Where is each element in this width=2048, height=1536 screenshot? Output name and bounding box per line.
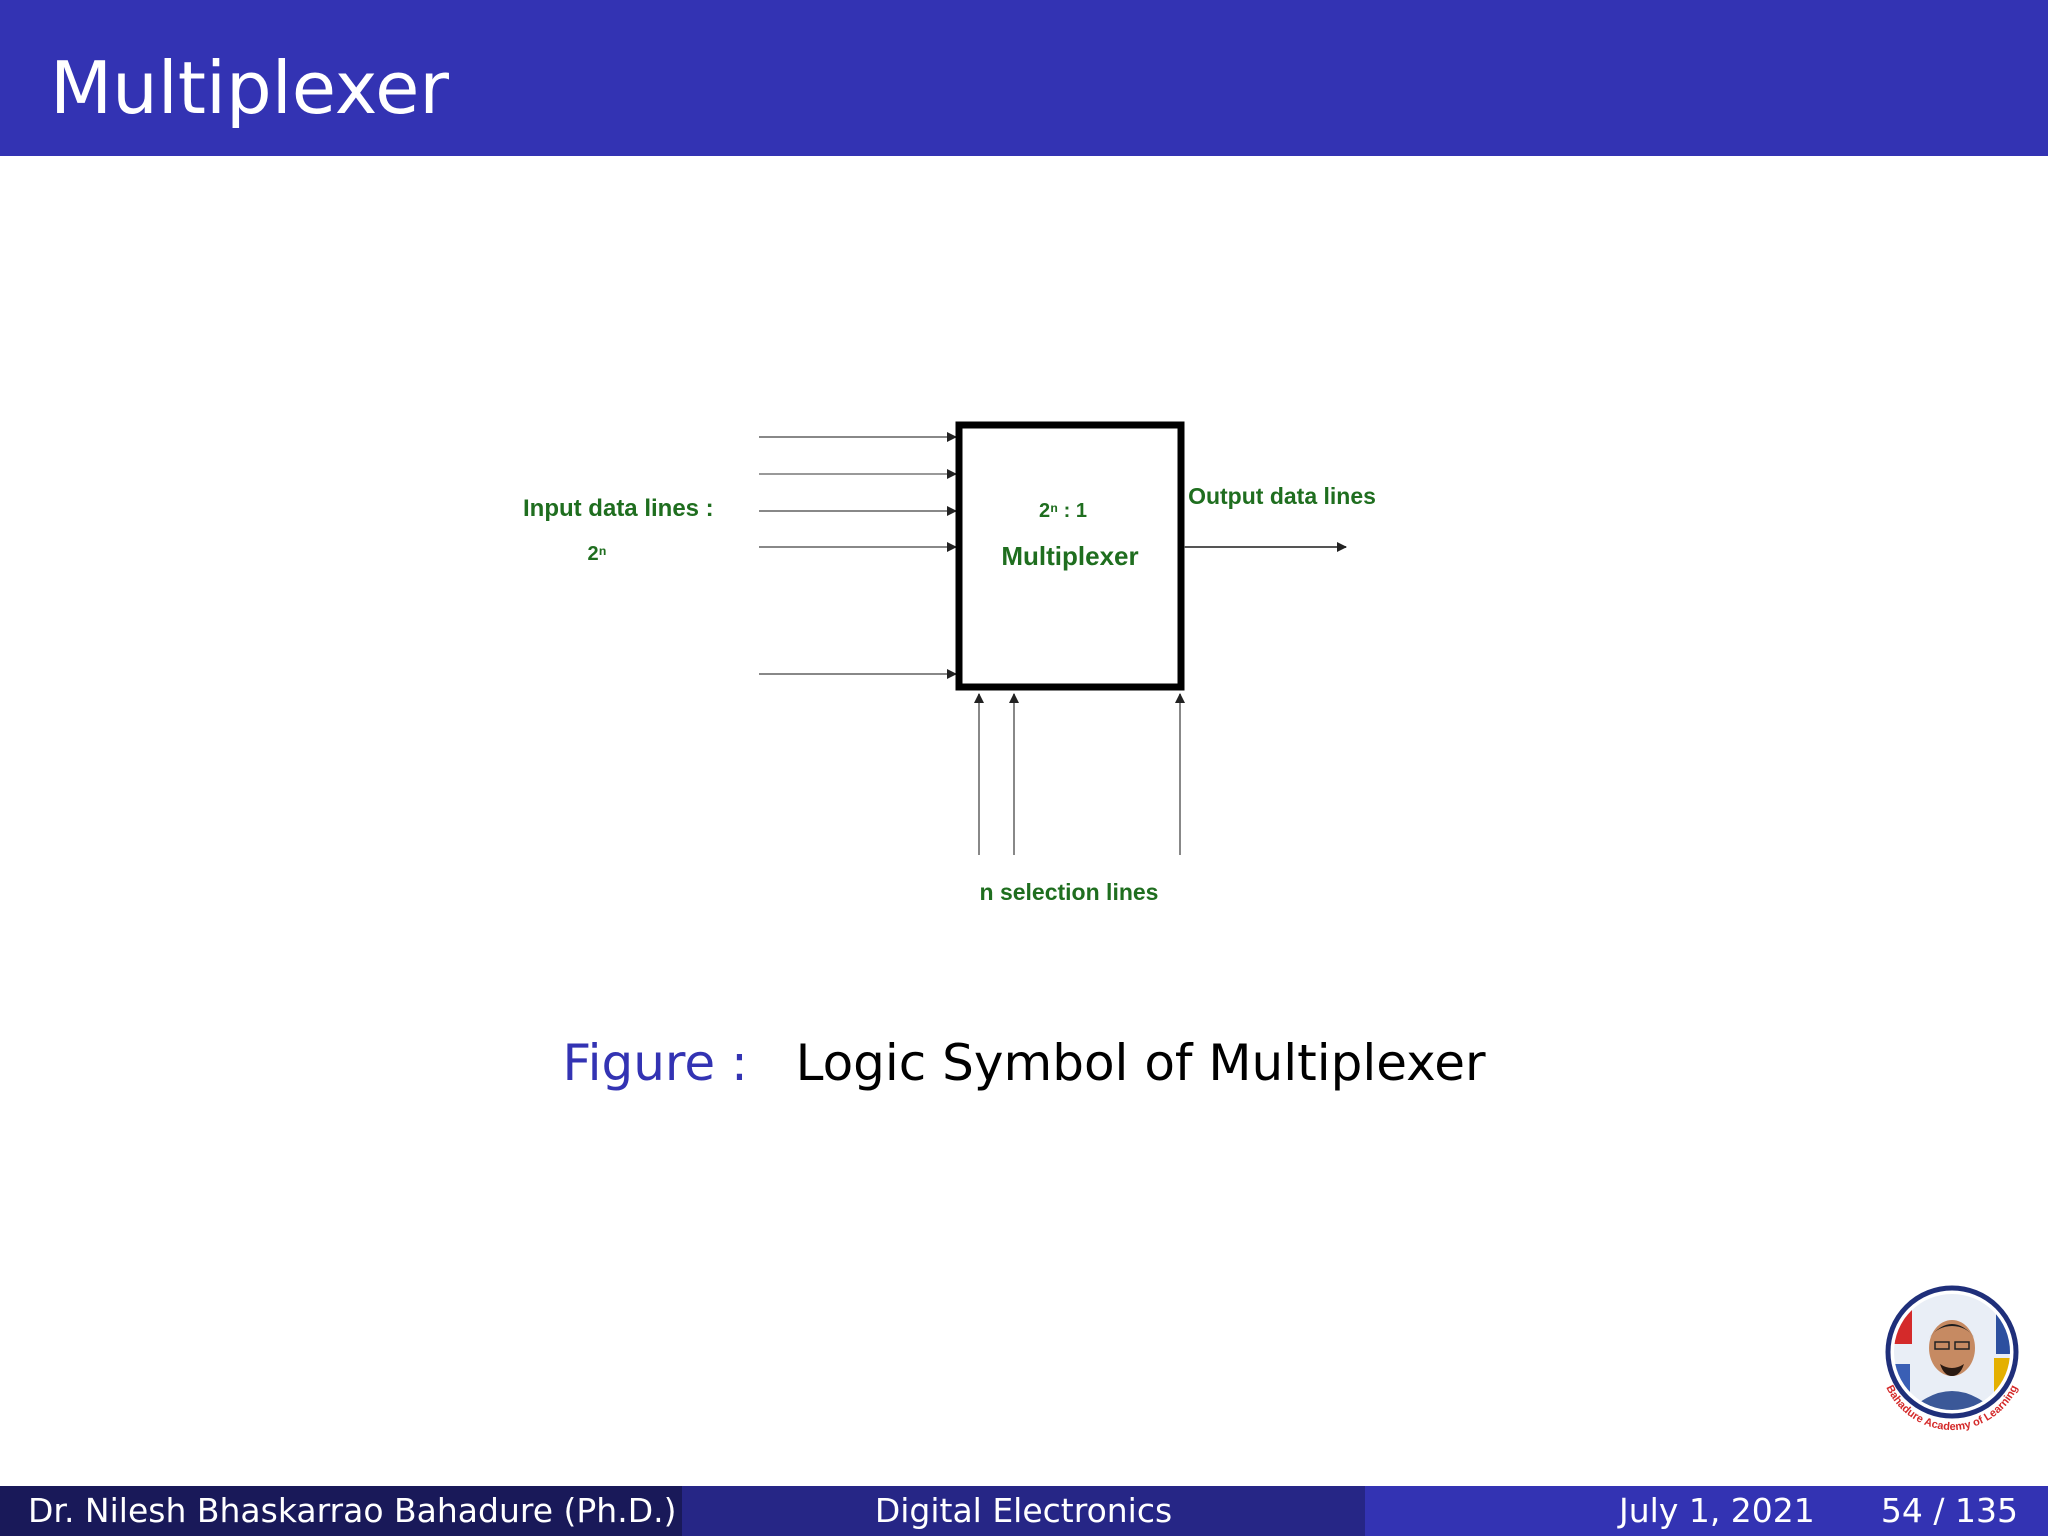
academy-logo: Bahadure Academy of Learning <box>1868 1274 2036 1442</box>
figure-caption: Figure : Logic Symbol of Multiplexer <box>0 1028 2048 1098</box>
footer-author: Dr. Nilesh Bhaskarrao Bahadure (Ph.D.) <box>0 1486 682 1536</box>
selection-label: n selection lines <box>980 879 1159 905</box>
footer-page-number: 54 / 135 <box>1880 1491 2018 1530</box>
figure-caption-text: Logic Symbol of Multiplexer <box>795 1034 1486 1092</box>
figure-caption-prefix: Figure : <box>562 1034 748 1092</box>
footer-date-page: July 1, 2021 54 / 135 <box>1365 1486 2048 1536</box>
block-label-line2: Multiplexer <box>1001 541 1138 571</box>
multiplexer-block <box>955 421 1185 691</box>
output-label: Output data lines <box>1188 483 1376 509</box>
title-bar: Multiplexer <box>0 0 2048 156</box>
slide-title: Multiplexer <box>50 46 450 130</box>
input-label-line1: Input data lines : <box>523 495 714 522</box>
block-label-line1: 2ⁿ : 1 <box>1039 500 1087 522</box>
footer-bar: Dr. Nilesh Bhaskarrao Bahadure (Ph.D.) D… <box>0 1486 2048 1536</box>
figure-caption-spacer <box>764 1034 780 1092</box>
academy-logo-emblem: Bahadure Academy of Learning <box>1872 1274 2032 1434</box>
footer-course: Digital Electronics <box>682 1486 1365 1536</box>
mux-logic-diagram: Input data lines : 2ⁿ 2ⁿ : 1 Multiplexer… <box>500 400 1550 920</box>
input-label-line2: 2ⁿ <box>587 543 606 565</box>
footer-date: July 1, 2021 <box>1619 1491 1815 1530</box>
mux-diagram-svg: Input data lines : 2ⁿ 2ⁿ : 1 Multiplexer… <box>523 421 1376 905</box>
